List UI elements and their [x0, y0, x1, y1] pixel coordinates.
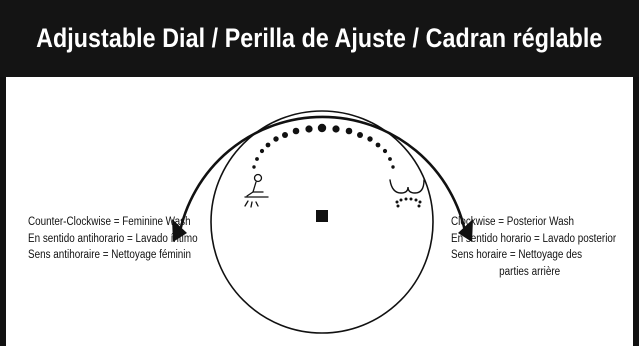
arrow-head-left	[172, 219, 187, 242]
label-line: Sens horaire = Nettoyage des	[451, 249, 583, 261]
title-bar: Adjustable Dial / Perilla de Ajuste / Ca…	[0, 0, 639, 77]
label-line: En sentido antihorario = Lavado íntimo	[28, 232, 198, 245]
label-line: parties arrière	[499, 265, 561, 278]
dial-center-square	[316, 210, 328, 222]
feminine-wash-icon	[244, 173, 269, 208]
label-line: Counter-Clockwise = Feminine Wash	[28, 216, 191, 228]
label-line: Sens antihoraire = Nettoyage féminin	[28, 249, 192, 261]
label-line: Clockwise = Posterior Wash	[451, 216, 575, 228]
clockwise-label: Clockwise = Posterior Wash En sentido ho…	[451, 214, 616, 280]
posterior-wash-icon	[389, 179, 425, 208]
diagram-title: Adjustable Dial / Perilla de Ajuste / Ca…	[36, 23, 603, 53]
label-line: En sentido horario = Lavado posterior	[451, 232, 617, 245]
arrow-head-right	[458, 219, 473, 242]
intensity-dots	[252, 123, 395, 169]
counter-clockwise-label: Counter-Clockwise = Feminine Wash En sen…	[28, 214, 198, 264]
rotation-arrow-arc	[177, 115, 468, 237]
dial-circle	[210, 110, 434, 334]
